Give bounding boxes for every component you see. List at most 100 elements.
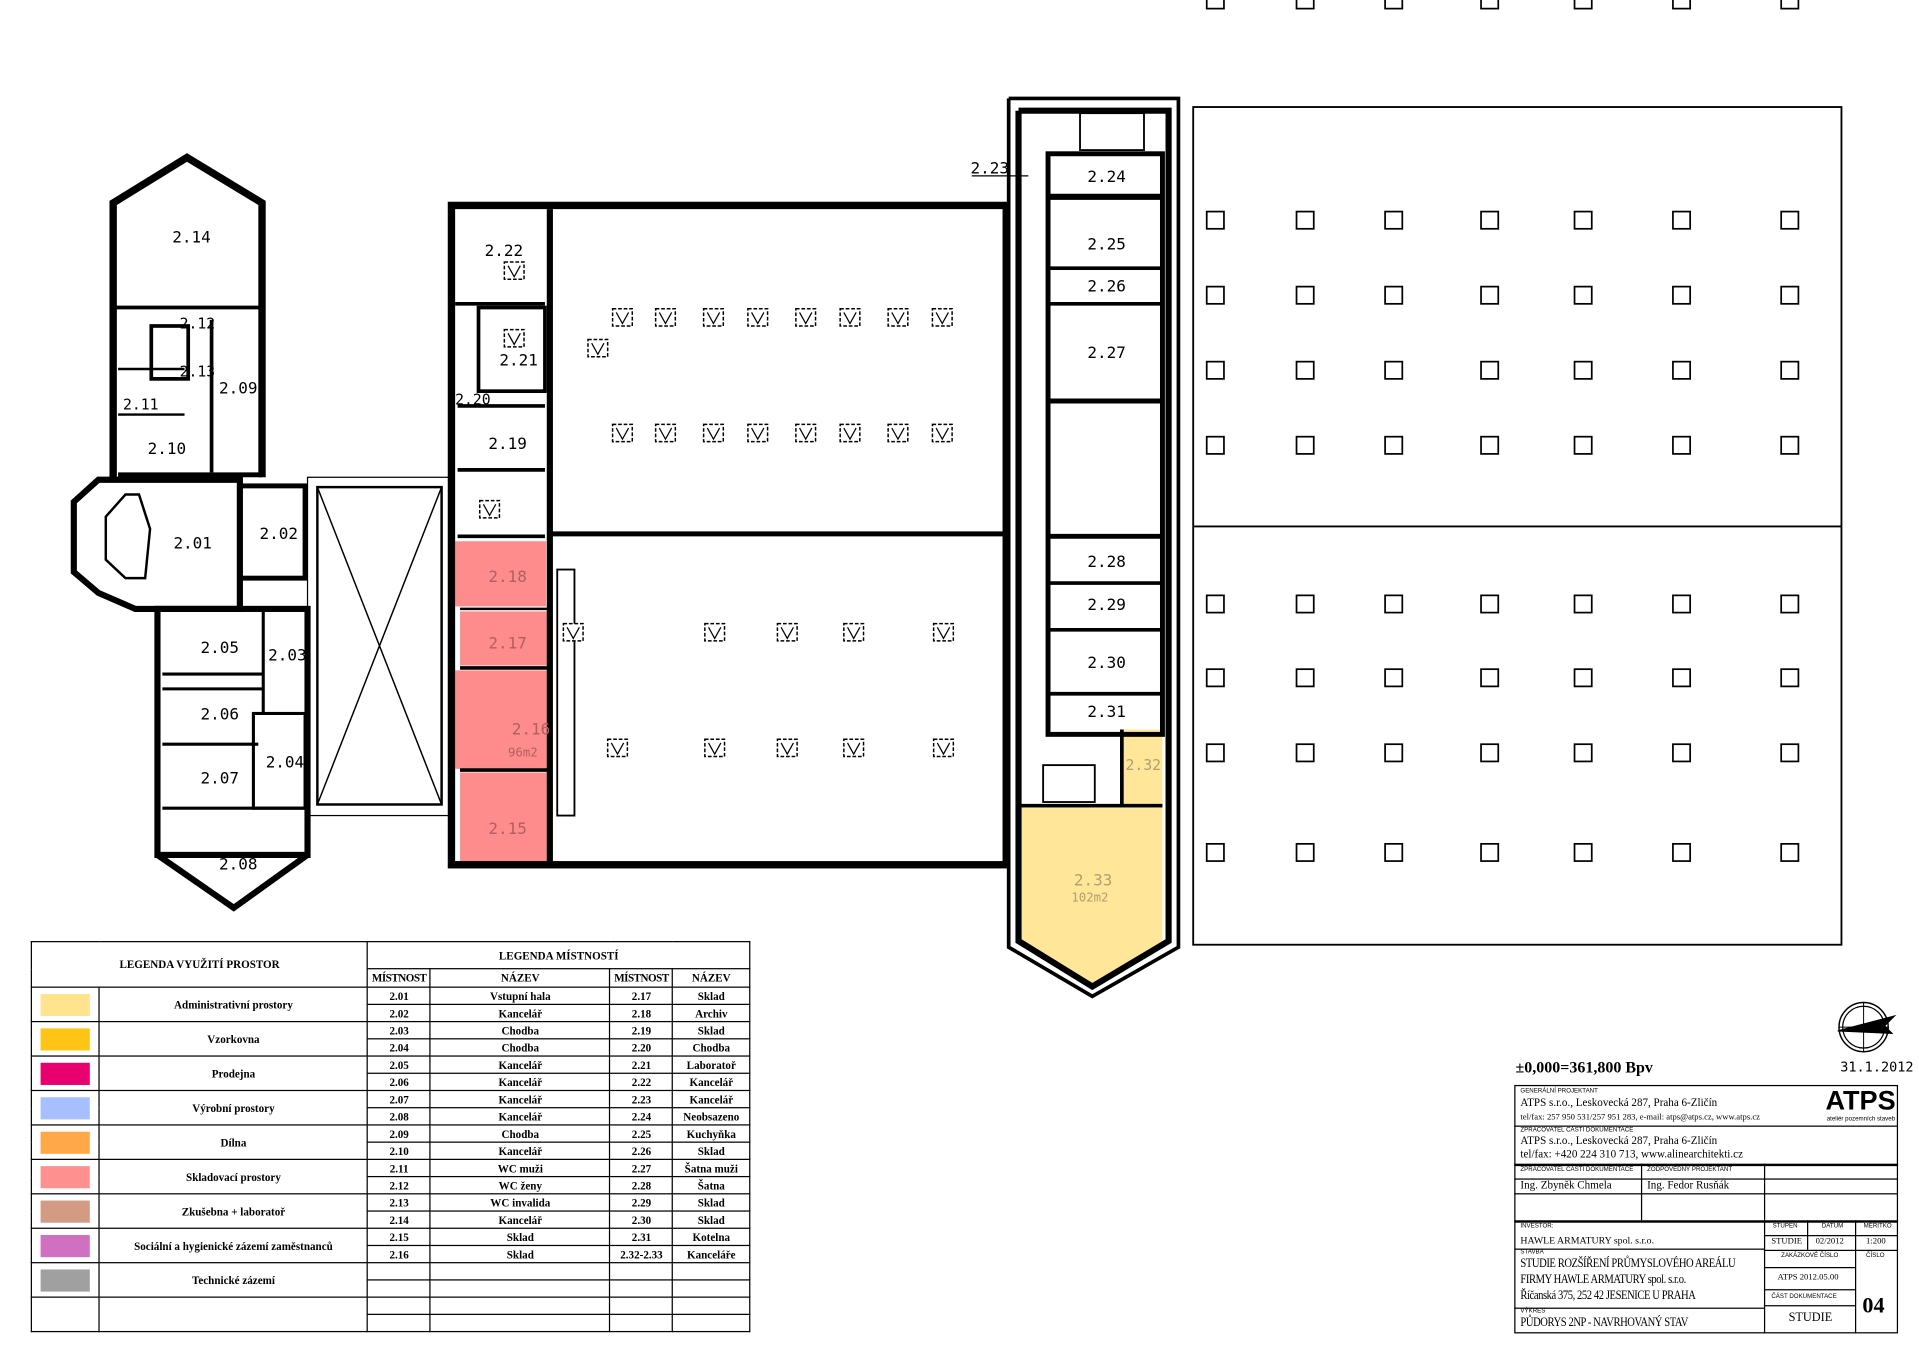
tower-walls xyxy=(971,96,1181,999)
room-number-cell: 2.01 xyxy=(367,986,432,1005)
room-name-cell: Kancelář xyxy=(429,1210,611,1229)
room-label: 2.20 xyxy=(455,392,491,409)
usage-swatch-cell xyxy=(30,1227,100,1264)
usage-swatch-cell xyxy=(30,1296,100,1333)
room-number-cell: 2.27 xyxy=(609,1158,674,1178)
vykres-label: VÝKRES xyxy=(1520,1307,1546,1315)
room-label: 2.02 xyxy=(260,524,299,543)
usage-color-swatch xyxy=(40,1096,90,1119)
room-label: 2.17 xyxy=(488,633,527,652)
room-number-cell: 2.23 xyxy=(609,1089,674,1109)
zp2-label: ZPRACOVATEL ČÁSTI DOKUMENTACE xyxy=(1520,1166,1634,1174)
room-name-cell: Sklad xyxy=(672,1210,751,1229)
room-name-cell: Kuchyňka xyxy=(672,1124,751,1143)
room-number-cell xyxy=(609,1313,674,1333)
room-name-cell: Laboratoř xyxy=(672,1055,751,1074)
room-label: 2.31 xyxy=(1087,702,1126,721)
room-name-cell: Kancelář xyxy=(429,1072,611,1092)
room-name-cell: Chodba xyxy=(672,1038,751,1057)
room-name-cell: Kancelář xyxy=(672,1072,751,1092)
room-number-cell: 2.10 xyxy=(367,1141,432,1160)
room-number-cell: 2.20 xyxy=(609,1038,674,1057)
room-name-cell: Kanceláře xyxy=(672,1244,751,1264)
room-label: 2.25 xyxy=(1087,235,1126,254)
stavba-line2: FIRMY HAWLE ARMATURY spol. s.r.o. xyxy=(1520,1273,1686,1287)
room-number-cell: 2.07 xyxy=(367,1089,432,1109)
room-label: 2.15 xyxy=(488,819,527,838)
datum: 02/2012 xyxy=(1815,1236,1844,1247)
room-name-cell: Vstupní hala xyxy=(429,986,611,1005)
room-label: 2.33 xyxy=(1074,871,1113,890)
usage-swatch-cell xyxy=(30,1020,100,1057)
room-number-cell: 2.06 xyxy=(367,1072,432,1092)
room-label: 2.07 xyxy=(201,769,240,788)
room-label: 2.32 xyxy=(1126,757,1162,774)
room-number-cell: 2.22 xyxy=(609,1072,674,1092)
room-name-cell: WC invalida xyxy=(429,1193,611,1212)
room-number-cell xyxy=(367,1296,432,1315)
usage-label: Zkušebna + laboratoř xyxy=(98,1193,369,1229)
usage-label: Skladovací prostory xyxy=(98,1158,369,1195)
room-name-cell xyxy=(429,1279,611,1298)
room-name-cell xyxy=(672,1296,751,1315)
room-number-cell: 2.13 xyxy=(367,1193,432,1212)
stavba-line3: Říčanská 375, 252 42 JESENICE U PRAHA xyxy=(1520,1289,1696,1303)
legend-table: LEGENDA VYUŽITÍ PROSTOR LEGENDA MÍSTNOST… xyxy=(30,941,751,1333)
room-name-cell: Šatna xyxy=(672,1175,751,1195)
room-label: 2.23 xyxy=(971,158,1010,177)
room-name-cell: Šatna muži xyxy=(672,1158,751,1178)
room-name-cell xyxy=(672,1262,751,1281)
room-label: 2.30 xyxy=(1087,653,1126,672)
room-number-cell xyxy=(367,1279,432,1298)
room-fill-2-33 xyxy=(1020,808,1163,987)
usage-label: Sociální a hygienické zázemí zaměstnanců xyxy=(98,1227,369,1264)
room-name-cell: Kancelář xyxy=(429,1107,611,1126)
room-number-cell: 2.24 xyxy=(609,1107,674,1126)
north-arrow-icon xyxy=(1837,1001,1897,1053)
zp-line1: ATPS s.r.o., Leskovecká 287, Praha 6-Zli… xyxy=(1520,1134,1718,1147)
room-label: 2.08 xyxy=(219,855,258,874)
room-name-cell: Sklad xyxy=(429,1244,611,1264)
usage-label: Technické zázemí xyxy=(98,1262,369,1298)
room-label: 2.19 xyxy=(488,434,527,453)
room-number-cell: 2.02 xyxy=(367,1003,432,1023)
room-fill-2-16 xyxy=(455,670,550,769)
datum-label: DATUM xyxy=(1821,1222,1844,1231)
room-number-cell: 2.11 xyxy=(367,1158,432,1178)
zakazka-label: ZAKÁZKOVÉ ČÍSLO xyxy=(1781,1252,1839,1260)
room-number-cell: 2.19 xyxy=(609,1020,674,1040)
room-name-cell: Sklad xyxy=(672,1193,751,1212)
room-label: 2.27 xyxy=(1087,343,1126,362)
stavba-label: STAVBA xyxy=(1520,1248,1544,1256)
stupen: STUDIE xyxy=(1771,1236,1802,1247)
usage-swatch-cell xyxy=(30,1158,100,1195)
usage-color-swatch xyxy=(40,1131,90,1154)
legend-row: Sociální a hygienické zázemí zaměstnanců… xyxy=(30,1227,751,1264)
room-number-cell: 2.18 xyxy=(609,1003,674,1023)
room-number-cell xyxy=(609,1296,674,1315)
storage-fills xyxy=(455,541,550,862)
room-label: 2.16 xyxy=(512,719,551,738)
room-number-cell: 2.15 xyxy=(367,1227,432,1247)
usage-label: Vzorkovna xyxy=(98,1020,369,1057)
room-name-cell xyxy=(429,1296,611,1315)
room-number-cell xyxy=(367,1262,432,1281)
room-number-cell: 2.05 xyxy=(367,1055,432,1074)
drawing-number: 04 xyxy=(1862,1292,1885,1318)
room-number-cell: 2.26 xyxy=(609,1141,674,1160)
usage-color-swatch xyxy=(40,1165,90,1188)
room-number-cell: 2.31 xyxy=(609,1227,674,1247)
room-name-cell: Archiv xyxy=(672,1003,751,1023)
gp-line2: tel/fax: 257 950 531/257 951 283, e-mail… xyxy=(1520,1112,1760,1122)
room-name-cell xyxy=(672,1279,751,1298)
room-number-cell: 2.16 xyxy=(367,1244,432,1264)
room-number-cell: 2.17 xyxy=(609,986,674,1005)
investor: HAWLE ARMATURY spol. s.r.o. xyxy=(1520,1235,1655,1247)
legend-row: Technické zázemí xyxy=(30,1262,751,1298)
